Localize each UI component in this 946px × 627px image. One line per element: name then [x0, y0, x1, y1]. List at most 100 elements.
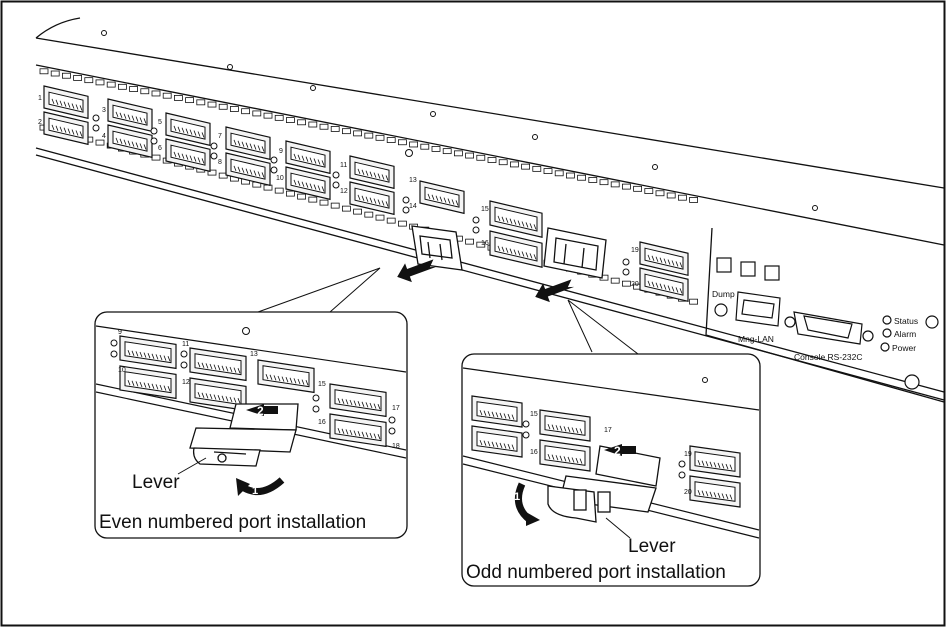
latch-bottom-24 — [308, 196, 318, 203]
latch-top-57 — [678, 194, 687, 201]
latch-bottom-51 — [610, 277, 620, 284]
even-inset-port-13: 13 — [250, 351, 258, 358]
latch-top-6 — [106, 81, 116, 88]
main-cage-upper-4 — [285, 140, 331, 175]
inset-even-port: 9 10 11 12 13 15 16 17 18 2 1 Lever Even… — [94, 311, 408, 539]
latch-top-33 — [409, 141, 419, 148]
lever-label-even: Lever — [132, 472, 180, 493]
latch-top-16 — [218, 103, 228, 110]
odd-inset-port-19: 19 — [684, 451, 692, 458]
even-cage-lower-0 — [119, 365, 177, 400]
latch-top-17 — [229, 106, 239, 112]
latch-bottom-15 — [207, 169, 217, 176]
latch-top-25 — [319, 123, 329, 130]
even-inset-port-18: 18 — [392, 443, 400, 450]
even-inset-port-9: 9 — [118, 329, 122, 336]
latch-top-53 — [633, 185, 642, 192]
main-port-labels: 1 2 3 4 5 6 7 8 9 10 11 12 13 14 15 16 1… — [38, 95, 639, 288]
even-inset-port-15: 15 — [318, 381, 326, 388]
latch-bottom-23 — [297, 193, 307, 200]
dump-button-label: Dump — [712, 289, 735, 299]
main-cage-lower-1 — [107, 124, 153, 159]
latch-top-27 — [341, 128, 351, 135]
port-number-16: 16 — [481, 240, 489, 247]
latch-top-30 — [375, 134, 385, 141]
odd-cage-upper-1 — [539, 409, 591, 442]
callout-lines — [257, 267, 639, 355]
port-number-8: 8 — [218, 159, 222, 166]
port-number-2: 2 — [38, 119, 42, 126]
main-cage-upper-7 — [489, 200, 543, 238]
insert-arrow-left — [397, 259, 437, 283]
latch-top-12 — [173, 95, 183, 101]
main-cage-upper-6 — [419, 180, 465, 215]
latch-top-9 — [140, 88, 150, 95]
odd-cage-upper-0 — [471, 395, 523, 428]
step-2-marker-even: 2 — [246, 404, 278, 418]
odd-cage-upper-2 — [689, 445, 741, 478]
latch-bottom-52 — [622, 280, 631, 287]
step-1-marker-odd: 1 — [514, 482, 540, 526]
step-2-label-even: 2 — [257, 404, 264, 418]
latch-top-39 — [476, 154, 486, 161]
latch-bottom-58 — [689, 298, 698, 305]
main-cage-lower-2 — [165, 138, 211, 173]
insert-arrow-right — [535, 279, 575, 303]
even-inset-port-10: 10 — [118, 367, 126, 374]
mng-lan-label: Mng-LAN — [738, 334, 774, 344]
latch-top-40 — [487, 157, 497, 163]
step-2-label-odd: 2 — [614, 444, 621, 458]
latch-top-46 — [554, 170, 564, 177]
latch-top-52 — [622, 183, 631, 190]
latch-top-35 — [431, 146, 441, 152]
latch-bottom-39 — [476, 241, 486, 248]
latch-top-49 — [588, 177, 598, 183]
latch-bottom-28 — [353, 208, 363, 215]
latch-top-36 — [442, 148, 452, 155]
latch-top-31 — [386, 137, 396, 143]
latch-top-0 — [39, 68, 49, 75]
latch-bottom-32 — [397, 220, 407, 227]
inset-odd-port: 15 16 17 19 20 2 1 Lever Odd numbered po… — [461, 353, 761, 587]
odd-inset-port-16: 16 — [530, 449, 538, 456]
even-inset-port-11: 11 — [182, 341, 189, 348]
even-cage-upper-0 — [119, 335, 177, 370]
even-cage-upper-1 — [189, 347, 247, 382]
latch-top-20 — [263, 112, 273, 119]
port-number-7: 7 — [218, 133, 222, 140]
latch-top-47 — [566, 172, 575, 179]
latch-bottom-30 — [375, 214, 385, 221]
port-number-6: 6 — [158, 145, 162, 152]
even-cage-lower-1 — [189, 377, 247, 412]
odd-cage-lower-1 — [539, 439, 591, 472]
latch-top-32 — [397, 139, 407, 146]
main-cage-upper-8 — [639, 241, 689, 277]
even-inset-port-16: 16 — [318, 419, 326, 426]
step-1-marker-even: 1 — [236, 477, 285, 497]
latch-top-23 — [297, 119, 307, 126]
latch-bottom-27 — [341, 205, 351, 212]
latch-top-50 — [599, 179, 609, 186]
latch-top-21 — [274, 114, 284, 121]
port-number-12: 12 — [340, 188, 348, 195]
latch-top-43 — [521, 163, 530, 170]
port-number-11: 11 — [340, 162, 347, 169]
sfp-module-odd-main — [543, 227, 607, 279]
port-number-10: 10 — [276, 175, 284, 182]
latch-top-44 — [532, 165, 542, 172]
latch-top-7 — [118, 83, 127, 90]
main-cage-upper-0 — [43, 85, 89, 120]
main-cage-lower-4 — [285, 166, 331, 201]
latch-top-54 — [644, 188, 654, 194]
port-number-1: 1 — [38, 95, 42, 102]
latch-top-58 — [689, 197, 698, 203]
latch-top-1 — [50, 70, 60, 77]
main-cage-upper-3 — [225, 126, 271, 161]
odd-inset-port-17: 17 — [604, 427, 612, 434]
main-cage-lower-5 — [349, 181, 395, 216]
lever-label-odd: Lever — [628, 536, 676, 557]
caption-even: Even numbered port installation — [99, 512, 366, 533]
latch-top-13 — [185, 97, 195, 104]
console-label: Console RS-232C — [794, 352, 863, 362]
